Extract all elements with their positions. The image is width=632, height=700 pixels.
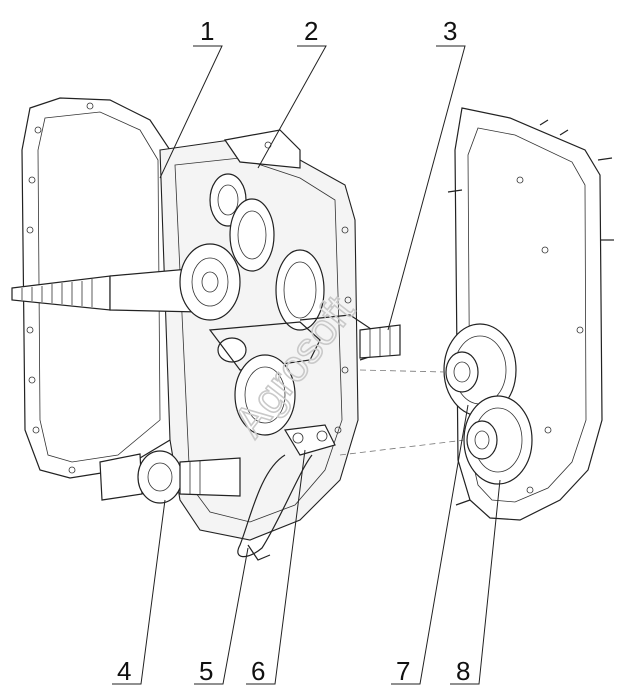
leader-lines xyxy=(112,45,501,685)
cover-studs xyxy=(447,119,614,506)
callout-3: 3 xyxy=(443,16,457,46)
alignment-line-upper xyxy=(359,369,446,373)
roller-assembly xyxy=(99,450,241,504)
cover-plate xyxy=(443,107,614,521)
upper-gear-stack xyxy=(209,173,325,331)
shift-mechanism xyxy=(208,314,401,436)
lower-clamp xyxy=(284,424,336,456)
wire-loop xyxy=(237,454,313,558)
callout-8: 8 xyxy=(456,656,470,686)
callout-1: 1 xyxy=(200,16,214,46)
callout-6: 6 xyxy=(251,656,265,686)
callout-2: 2 xyxy=(304,16,318,46)
callout-4: 4 xyxy=(117,656,131,686)
main-splined-shaft xyxy=(11,243,241,321)
callout-5: 5 xyxy=(199,656,213,686)
alignment-line-lower xyxy=(339,439,466,456)
callout-7: 7 xyxy=(396,656,410,686)
